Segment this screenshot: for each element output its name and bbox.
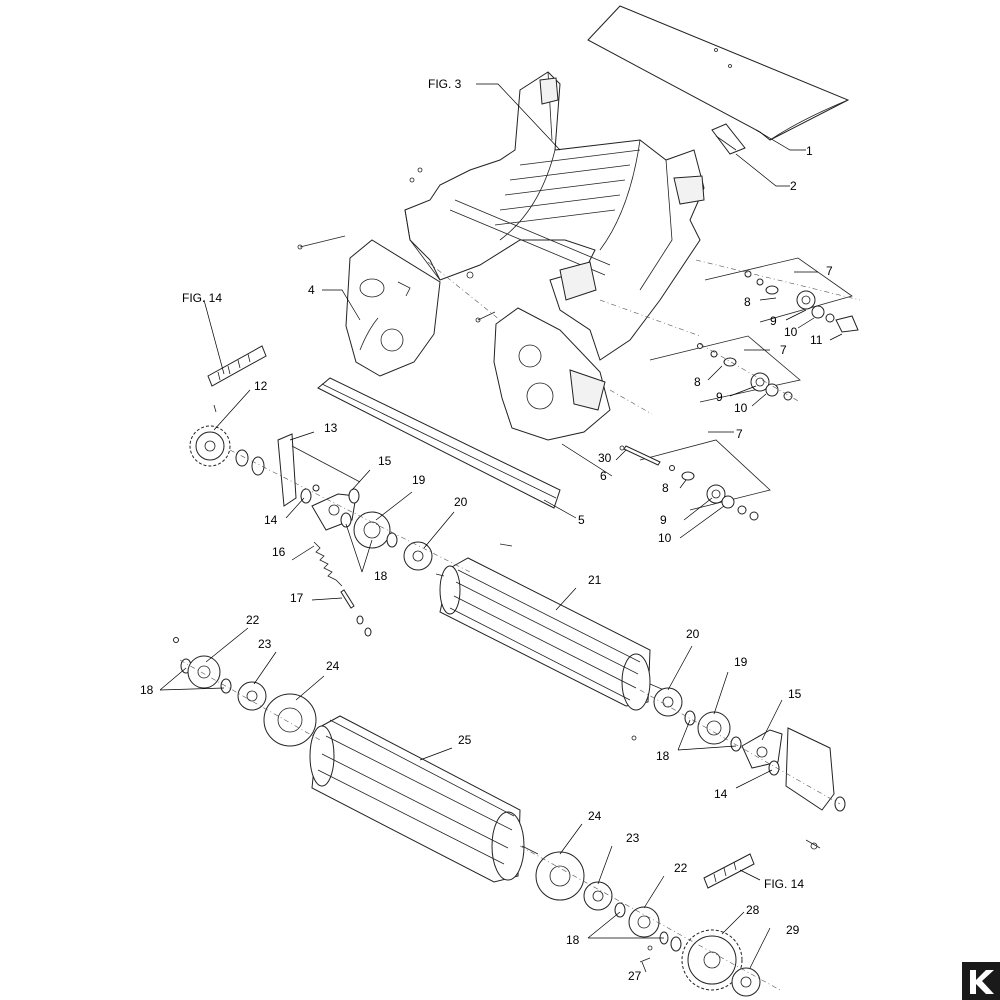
left-bearing-stack: [311, 488, 513, 571]
center-lines: [179, 259, 861, 991]
label-16: 16: [272, 545, 286, 559]
part-28-sprocket: [681, 929, 743, 991]
label-9-middle: 9: [716, 390, 723, 404]
label-18-bottom: 18: [566, 933, 580, 947]
part-17-pin: [340, 589, 372, 637]
part-29-plate: [731, 967, 761, 997]
label-21: 21: [588, 573, 602, 587]
label-fig-14-top: FIG. 14: [182, 291, 222, 305]
label-29: 29: [786, 923, 800, 937]
part-30-bolt: [619, 445, 661, 466]
label-9-bottom: 9: [660, 513, 667, 527]
label-8-middle: 8: [694, 375, 701, 389]
label-28: 28: [746, 903, 760, 917]
part-12-sprocket: [189, 425, 265, 476]
part-13-arm: [277, 433, 361, 507]
label-19-left: 19: [412, 473, 426, 487]
label-19-right: 19: [734, 655, 748, 669]
label-23-top: 23: [258, 637, 272, 651]
part-21-roller: [435, 557, 665, 711]
label-10-top: 10: [784, 325, 798, 339]
label-25: 25: [458, 733, 472, 747]
part-5-cross-bar: [317, 377, 561, 509]
label-4: 4: [308, 283, 315, 297]
label-7-bottom: 7: [736, 427, 743, 441]
label-10-middle: 10: [734, 401, 748, 415]
label-12: 12: [254, 379, 268, 393]
label-24-top: 24: [326, 659, 340, 673]
label-5: 5: [578, 513, 585, 527]
chain-bottom-right: [703, 853, 755, 889]
main-frame: [404, 71, 705, 361]
label-fig-3: FIG. 3: [428, 77, 462, 91]
label-6: 6: [600, 469, 607, 483]
label-9-top: 9: [770, 314, 777, 328]
label-14-right: 14: [714, 787, 728, 801]
lower-right-stack: [535, 851, 682, 963]
label-22-bottom: 22: [674, 861, 688, 875]
part-1-cover-plate: [587, 5, 850, 141]
label-18-lower-left: 18: [140, 683, 154, 697]
label-27: 27: [628, 969, 642, 983]
label-8-top: 8: [744, 295, 751, 309]
label-14-left: 14: [264, 513, 278, 527]
bearing-group-top: [704, 257, 859, 333]
right-bearing-stack: [631, 687, 783, 776]
label-7-top: 7: [826, 264, 833, 278]
label-10-bottom: 10: [658, 531, 672, 545]
bearing-group-middle: [649, 335, 801, 403]
chain-left: [207, 345, 267, 413]
label-15-left: 15: [378, 454, 392, 468]
part-16-spring: [313, 541, 343, 587]
label-fig-14-bottom: FIG. 14: [764, 877, 804, 891]
label-20-right: 20: [686, 627, 700, 641]
label-13: 13: [324, 421, 338, 435]
label-23-bottom: 23: [626, 831, 640, 845]
label-1: 1: [806, 144, 813, 158]
part-25-roller: [309, 715, 539, 883]
part-2-bracket: [711, 123, 746, 155]
label-18-left: 18: [374, 569, 388, 583]
leader-lines: [159, 83, 843, 973]
label-17: 17: [290, 591, 304, 605]
lower-left-stack: [173, 637, 317, 747]
brand-logo: [962, 962, 1000, 1000]
label-2: 2: [790, 179, 797, 193]
bearing-group-bottom: [639, 439, 771, 521]
callout-labels: FIG. 3 1 2 4 FIG. 14 7 8 9 10 11 7 8 9 1…: [140, 77, 833, 983]
right-arm: [785, 727, 846, 850]
label-8-bottom: 8: [662, 481, 669, 495]
label-22-top: 22: [246, 613, 260, 627]
part-4-left-plate: [297, 235, 441, 377]
part-right-side-plate: [475, 307, 611, 441]
label-20-left: 20: [454, 495, 468, 509]
label-15-right: 15: [788, 687, 802, 701]
label-11: 11: [810, 333, 823, 347]
label-7-middle: 7: [780, 343, 787, 357]
label-18-right: 18: [656, 749, 670, 763]
label-24-bottom: 24: [588, 809, 602, 823]
label-30: 30: [598, 451, 612, 465]
